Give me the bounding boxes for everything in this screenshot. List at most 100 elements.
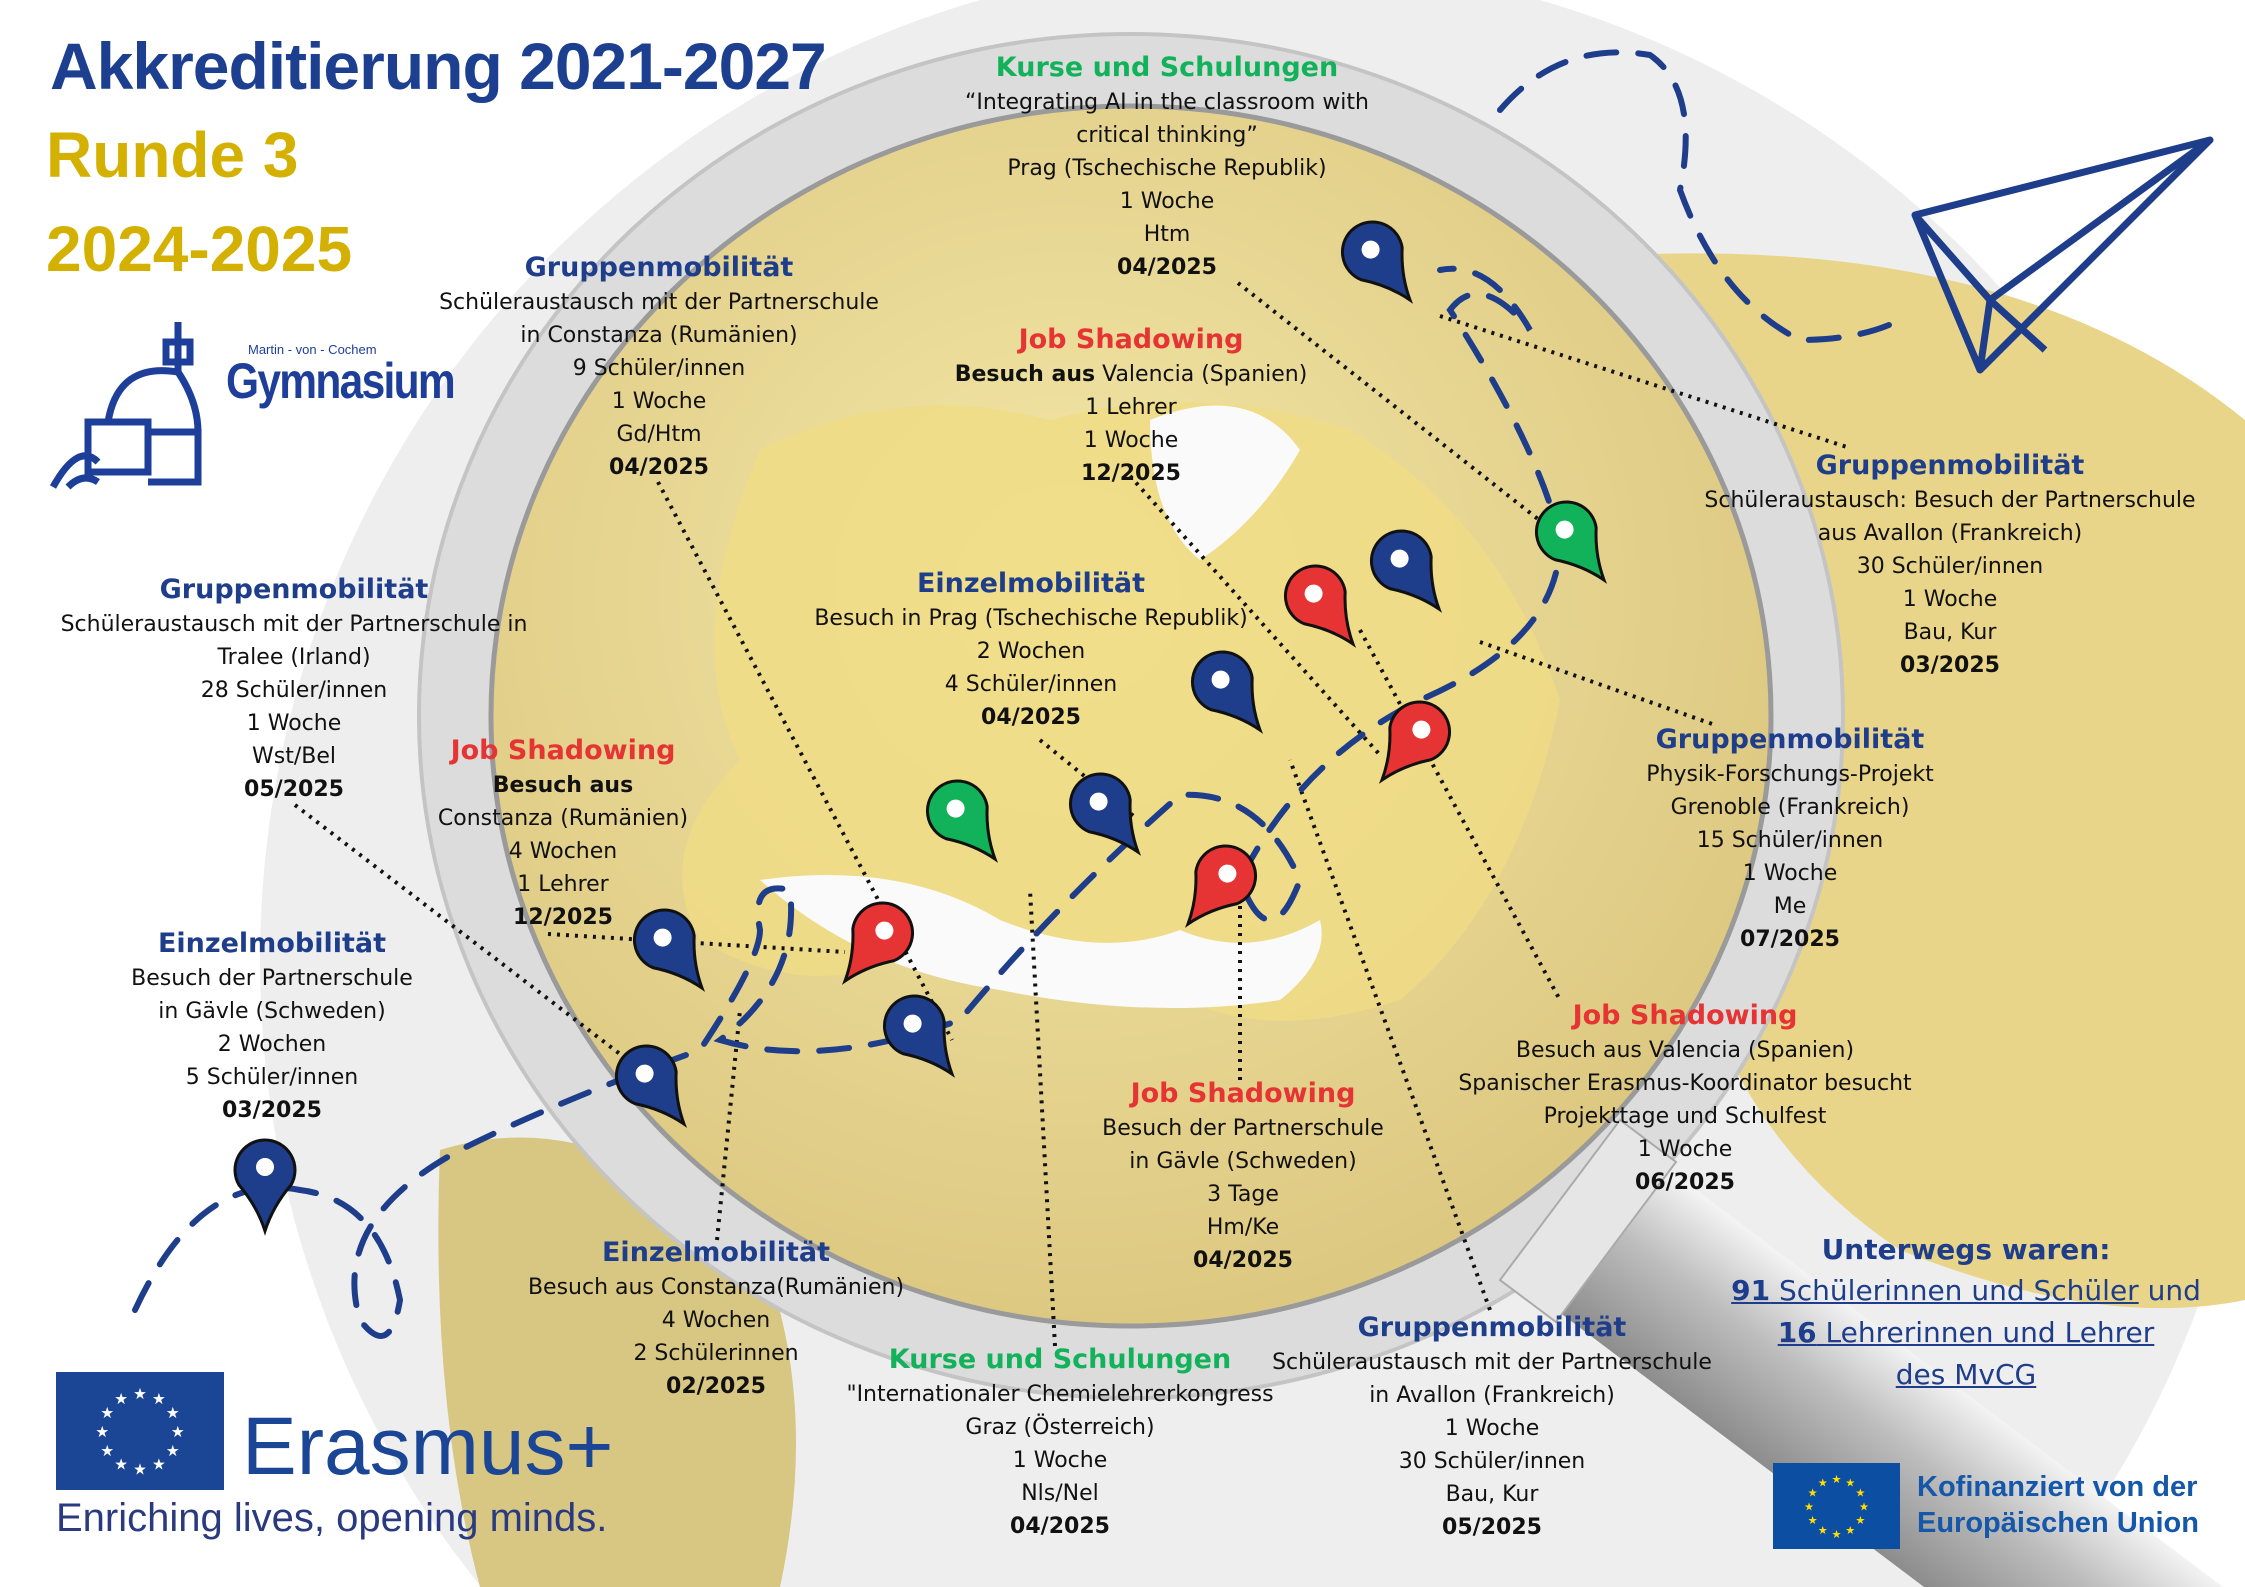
entry-line: 28 Schüler/innen	[200, 678, 388, 703]
entry-date: 12/2025	[1081, 461, 1181, 486]
page-title: Akkreditierung 2021-2027	[50, 29, 827, 103]
entry-line: Wst/Bel	[252, 744, 336, 769]
eu-star-icon: ★	[1804, 1500, 1814, 1513]
entry-date: 06/2025	[1635, 1170, 1735, 1195]
entry-date: 04/2025	[981, 705, 1081, 730]
entry-line: Graz (Österreich)	[965, 1415, 1155, 1440]
entry-line: Constanza (Rumänien)	[437, 806, 689, 831]
school-name: des MvCG	[1895, 1358, 2037, 1391]
eu-line-2: Europäischen Union	[1917, 1507, 2199, 1539]
eu-star-icon: ★	[166, 1442, 180, 1460]
entry-type: Gruppenmobilität	[1655, 724, 1925, 755]
entry-line: 15 Schüler/innen	[1696, 828, 1884, 853]
entry-line: Spanischer Erasmus-Koordinator besucht	[1458, 1071, 1912, 1096]
entry-type: Einzelmobilität	[916, 568, 1145, 599]
entry-type: Gruppenmobilität	[1815, 450, 2085, 481]
map-pin-icon	[233, 1138, 297, 1236]
eu-star-icon: ★	[152, 1456, 166, 1474]
paper-plane-icon	[1911, 136, 2214, 374]
entry-type: Einzelmobilität	[601, 1237, 831, 1268]
map-pin-icon	[1340, 220, 1414, 304]
eu-star-icon: ★	[133, 1385, 147, 1403]
entry-line: Schüleraustausch: Besuch der Partnerschu…	[1704, 488, 2196, 513]
entry-type: Job Shadowing	[1130, 1078, 1356, 1109]
entry-line: in Gävle (Schweden)	[158, 999, 386, 1024]
entry-line-wrap: Besuch aus Valencia (Spanien)	[955, 358, 1308, 391]
eu-star-icon: ★	[1808, 1487, 1818, 1500]
entry-line: Schüleraustausch mit der Partnerschule	[439, 290, 879, 315]
entry-line: 1 Woche	[611, 389, 707, 414]
entry-line: Prag (Tschechische Republik)	[1007, 156, 1327, 181]
years-label: 2024-2025	[46, 213, 353, 285]
teachers-label: Lehrerinnen und Lehrer	[1816, 1316, 2155, 1349]
entry-type: Kurse und Schulungen	[995, 52, 1339, 83]
entry-line: in Constanza (Rumänien)	[520, 323, 798, 348]
entry-line: Besuch aus Valencia (Spanien)	[1515, 1038, 1855, 1063]
europe-land	[682, 402, 1560, 1021]
entry-type: Einzelmobilität	[157, 928, 386, 959]
entry-line: aus Avallon (Frankreich)	[1817, 521, 2083, 546]
map-pin-icon	[1534, 500, 1608, 584]
summary-title: Unterwegs waren:	[1821, 1233, 2111, 1266]
sea	[1150, 405, 1300, 560]
entry-line: 1 Lehrer	[517, 872, 609, 897]
entry-line: 1 Woche	[1083, 428, 1179, 453]
entry-date: 02/2025	[666, 1374, 766, 1399]
magnifier-handle	[1498, 1118, 2223, 1587]
entry-type: Job Shadowing	[1018, 324, 1244, 355]
entry-date: 04/2025	[609, 455, 709, 480]
entry-line: Schüleraustausch mit der Partnerschule i…	[60, 612, 528, 637]
map-pin-icon	[841, 901, 915, 985]
entry-type: Gruppenmobilität	[524, 252, 794, 283]
entry-line: 2 Wochen	[976, 639, 1086, 664]
entry-line: Nls/Nel	[1021, 1481, 1099, 1506]
entry-type: Kurse und Schulungen	[888, 1344, 1232, 1375]
entry-line: 2 Wochen	[217, 1032, 327, 1057]
entry-line: 5 Schüler/innen	[185, 1065, 359, 1090]
entry-line: in Gävle (Schweden)	[1129, 1149, 1357, 1174]
eu-flag-icon: ★★★★★★★★★★★★	[56, 1372, 224, 1490]
entry-line: 4 Schüler/innen	[944, 672, 1118, 697]
summary-and: und	[2138, 1274, 2201, 1307]
students-count: 91	[1731, 1274, 1771, 1307]
eu-star-icon: ★	[166, 1404, 180, 1422]
entry-line: 1 Woche	[1637, 1137, 1733, 1162]
entry-line: 1 Lehrer	[1085, 395, 1177, 420]
eu-star-icon: ★	[1818, 1476, 1828, 1489]
eu-star-icon: ★	[1818, 1524, 1828, 1537]
entry-date: 12/2025	[513, 905, 613, 930]
entry-line: Htm	[1143, 222, 1191, 247]
entry-line: 3 Tage	[1207, 1182, 1279, 1207]
eu-star-icon: ★	[1831, 1528, 1841, 1541]
entry-line: Valencia (Spanien)	[1095, 362, 1308, 387]
eu-star-icon: ★	[1859, 1500, 1869, 1513]
map-pin-icon	[1068, 772, 1142, 856]
school-logo: Martin - von - Cochem Gymnasium	[48, 312, 456, 492]
map-pin-icon	[1369, 529, 1443, 613]
entry-type: Gruppenmobilität	[159, 574, 429, 605]
entry-date: 03/2025	[222, 1098, 322, 1123]
entry-date: 05/2025	[1442, 1515, 1542, 1540]
entry-line: Projekttage und Schulfest	[1543, 1104, 1827, 1129]
eu-star-icon: ★	[1855, 1487, 1865, 1500]
entry-line: "Internationaler Chemielehrerkongress	[846, 1382, 1274, 1407]
entry-line: 1 Woche	[246, 711, 342, 736]
entry-line: 4 Wochen	[661, 1308, 771, 1333]
eu-flag-icon: ★★★★★★★★★★★★	[1773, 1463, 1900, 1549]
map-pin-icon	[925, 779, 999, 863]
eu-star-icon: ★	[171, 1423, 185, 1441]
eu-star-icon: ★	[114, 1390, 128, 1408]
eu-line-1: Kofinanziert von der	[1917, 1471, 2198, 1503]
entry-line: in Avallon (Frankreich)	[1369, 1383, 1615, 1408]
entry-date: 03/2025	[1900, 653, 2000, 678]
entry-date: 07/2025	[1740, 927, 1840, 952]
map-pin-icon	[1190, 650, 1264, 734]
entry-line: Physik-Forschungs-Projekt	[1646, 762, 1934, 787]
